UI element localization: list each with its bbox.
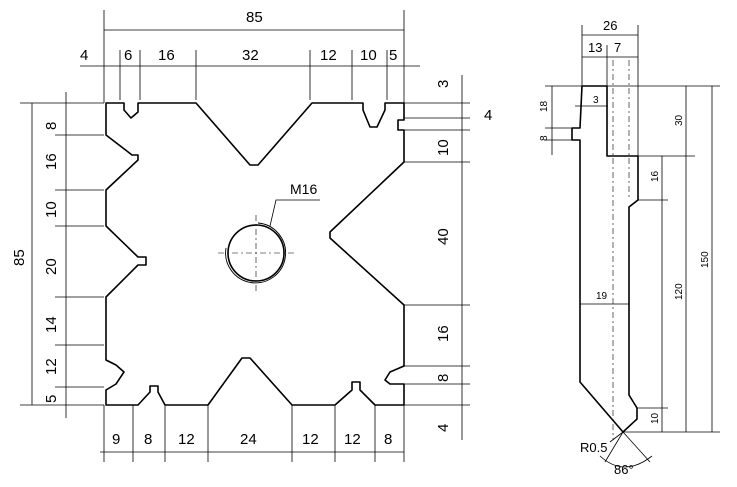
dim-85-left: 85 (11, 249, 28, 266)
dim-12-bottom: 12 (178, 431, 195, 448)
dim-16-left: 16 (43, 153, 60, 170)
dim-4-right: 4 (484, 107, 492, 124)
dim-9-bottom: 9 (112, 431, 120, 448)
angle-label: 86° (614, 462, 634, 477)
radius-leader (609, 431, 624, 443)
dim-3-right: 3 (435, 80, 452, 88)
dim-5-left: 5 (43, 395, 60, 403)
dim-12-bottom-3: 12 (344, 431, 361, 448)
dim-8-bottom-2: 8 (384, 431, 392, 448)
dim-12-bottom-2: 12 (302, 431, 319, 448)
plate-front-view: M16 85 4 6 16 32 12 10 5 85 8 16 10 (11, 9, 492, 462)
dim-26: 26 (603, 18, 617, 33)
dim-12-top: 12 (320, 47, 337, 64)
dim-14-left: 14 (43, 316, 60, 333)
dim-8-bottom: 8 (144, 431, 152, 448)
dim-10-right: 10 (435, 139, 452, 156)
dim-85-top: 85 (246, 9, 263, 26)
dim-40-right: 40 (435, 228, 452, 245)
angle-ray-left (604, 431, 624, 463)
dim-12-left: 12 (43, 358, 60, 375)
dim-16-right-small: 16 (650, 170, 661, 182)
plate-outline (105, 102, 405, 406)
dim-6-top: 6 (124, 47, 132, 64)
dim-8-right: 8 (435, 374, 452, 382)
dim-16-top: 16 (158, 47, 175, 64)
hole-leader (269, 199, 320, 227)
dim-10-right-small: 10 (650, 412, 661, 424)
dim-13: 13 (588, 40, 602, 55)
dim-24-bottom: 24 (240, 431, 257, 448)
punch-side-view: 26 13 7 18 3 8 19 30 16 150 120 10 R0. (539, 18, 720, 477)
dim-16-right: 16 (435, 325, 452, 342)
dim-150: 150 (700, 251, 711, 268)
dim-19: 19 (596, 291, 608, 302)
dim-7: 7 (614, 40, 621, 55)
angle-ray-right (622, 431, 651, 463)
dim-10-left: 10 (43, 201, 60, 218)
dim-18-left: 18 (539, 100, 550, 112)
dim-4-right-bottom: 4 (435, 424, 452, 432)
dim-10-top: 10 (360, 47, 377, 64)
dim-8-left-small: 8 (539, 135, 550, 141)
dim-120: 120 (674, 283, 685, 300)
dim-4-top: 4 (80, 47, 88, 64)
hole-thread-arc (225, 222, 287, 284)
angle-arc (599, 455, 653, 468)
dim-5-top: 5 (389, 47, 397, 64)
punch-outline (571, 85, 639, 433)
dim-8-left: 8 (43, 122, 60, 130)
dim-3-left: 3 (593, 95, 599, 106)
radius-label: R0.5 (580, 440, 607, 455)
dim-32-top: 32 (242, 47, 259, 64)
dim-30: 30 (674, 114, 685, 126)
dim-20-left: 20 (43, 258, 60, 275)
hole-label: M16 (290, 181, 317, 197)
